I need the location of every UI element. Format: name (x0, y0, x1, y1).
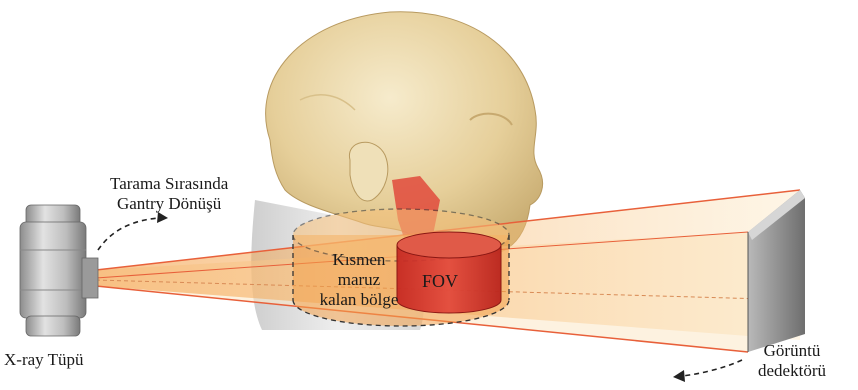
partial-exposure-line-1: Kısmen (313, 250, 405, 270)
gantry-rotation-line-1: Tarama Sırasında (110, 174, 228, 194)
fov-label: FOV (422, 271, 458, 291)
partial-exposure-label: Kısmen maruz kalan bölge (313, 250, 405, 310)
xray-tube (20, 205, 98, 336)
detector-label: Görüntü dedektörü (758, 341, 826, 381)
partial-exposure-line-3: kalan bölge (313, 290, 405, 310)
gantry-rotation-label: Tarama Sırasında Gantry Dönüşü (110, 174, 228, 214)
detector-line-2: dedektörü (758, 361, 826, 381)
xray-tube-label: X-ray Tüpü (4, 350, 83, 370)
detector-line-1: Görüntü (758, 341, 826, 361)
gantry-rotation-line-2: Gantry Dönüşü (110, 194, 228, 214)
partial-exposure-line-2: maruz (313, 270, 405, 290)
